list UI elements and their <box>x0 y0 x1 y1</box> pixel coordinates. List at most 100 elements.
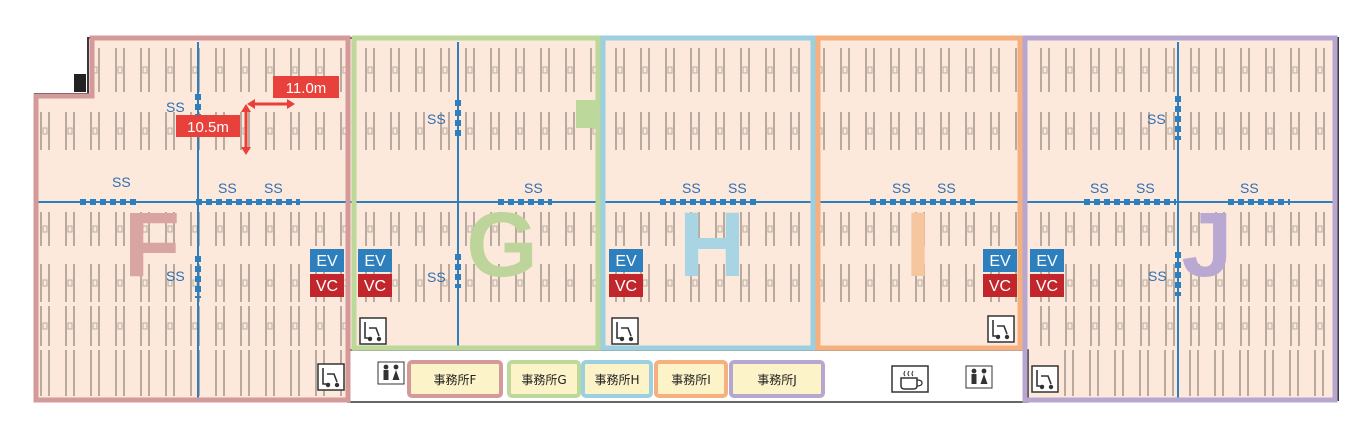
rack-bay <box>1067 225 1073 233</box>
rack-bay <box>317 322 323 330</box>
rack <box>148 264 150 302</box>
rack-bay <box>1192 66 1198 74</box>
vc-label: VC <box>1036 278 1058 295</box>
office-box <box>507 360 581 398</box>
rack <box>540 48 542 92</box>
rack <box>148 112 150 150</box>
rack-bay <box>1292 127 1298 135</box>
rack-bay <box>492 127 498 135</box>
rack-bay <box>42 225 48 233</box>
rack-bay <box>317 127 323 135</box>
rack-bay <box>967 225 973 233</box>
rack-bay <box>1317 225 1323 233</box>
rack <box>1315 264 1317 302</box>
rack <box>798 48 800 92</box>
rack <box>473 48 475 92</box>
rack-bay <box>392 127 398 135</box>
rack <box>465 264 467 302</box>
rack <box>965 212 967 246</box>
rack <box>648 112 650 150</box>
rack <box>523 112 525 150</box>
rack <box>1172 350 1174 396</box>
rack <box>365 48 367 92</box>
rack-bay <box>117 66 123 74</box>
rack <box>465 212 467 246</box>
rack <box>440 212 442 246</box>
rack <box>223 48 225 92</box>
rack <box>1273 212 1275 246</box>
rack <box>148 48 150 92</box>
rack-bay <box>942 127 948 135</box>
forklift-icon <box>987 315 1015 343</box>
rack <box>48 350 50 396</box>
rack <box>365 212 367 246</box>
rack <box>723 112 725 150</box>
rack <box>1173 306 1175 346</box>
rack-bay <box>117 127 123 135</box>
rack-bay <box>67 127 73 135</box>
rack-bay <box>367 225 373 233</box>
rack <box>98 264 100 302</box>
rack <box>115 112 117 150</box>
rack <box>273 264 275 302</box>
rack <box>1123 264 1125 302</box>
rack <box>1115 112 1117 150</box>
rack <box>923 112 925 150</box>
rack <box>515 112 517 150</box>
rack <box>715 48 717 92</box>
rack-bay <box>242 322 248 330</box>
rack-bay <box>967 279 973 287</box>
vc-badge <box>609 274 643 297</box>
rack <box>1040 212 1042 246</box>
rack <box>140 350 142 396</box>
rack <box>573 264 575 302</box>
rack <box>315 350 317 396</box>
rack-bay <box>292 322 298 330</box>
rack <box>90 112 92 150</box>
rack-bay <box>742 225 748 233</box>
rack <box>315 112 317 150</box>
rack <box>498 48 500 92</box>
rack-bay <box>842 225 848 233</box>
rack-bay <box>392 225 398 233</box>
rack <box>865 264 867 302</box>
rack <box>1148 212 1150 246</box>
dimension-vertical: 10.5m <box>176 104 251 155</box>
rack-bay <box>42 322 48 330</box>
rack <box>490 48 492 92</box>
rack <box>1073 212 1075 246</box>
rack <box>465 112 467 150</box>
rack <box>923 212 925 246</box>
rack-bay <box>217 225 223 233</box>
rack <box>823 212 825 246</box>
rack <box>240 212 242 246</box>
rack <box>615 48 617 92</box>
rack-bay <box>1267 127 1273 135</box>
rack-bay <box>92 322 98 330</box>
zone-j-border <box>1022 35 1338 403</box>
rack <box>840 48 842 92</box>
rack <box>173 264 175 302</box>
rack <box>1097 350 1099 396</box>
rack <box>865 48 867 92</box>
rack <box>1165 48 1167 92</box>
rack-bay <box>717 279 723 287</box>
rack <box>640 48 642 92</box>
rack-bay <box>792 225 798 233</box>
rack <box>423 48 425 92</box>
zone-f-border <box>33 35 351 403</box>
rack <box>1265 306 1267 346</box>
rack <box>1298 212 1300 246</box>
rack <box>390 112 392 150</box>
rack <box>765 112 767 150</box>
rack <box>1223 264 1225 302</box>
rack <box>1289 350 1291 396</box>
rack <box>948 48 950 92</box>
rack <box>748 112 750 150</box>
forklift-icons <box>317 315 1059 393</box>
rack-bay <box>1142 127 1148 135</box>
rack-bay <box>1217 66 1223 74</box>
rack <box>948 212 950 246</box>
office-label: 事務所G <box>521 373 566 387</box>
rack <box>248 306 250 346</box>
